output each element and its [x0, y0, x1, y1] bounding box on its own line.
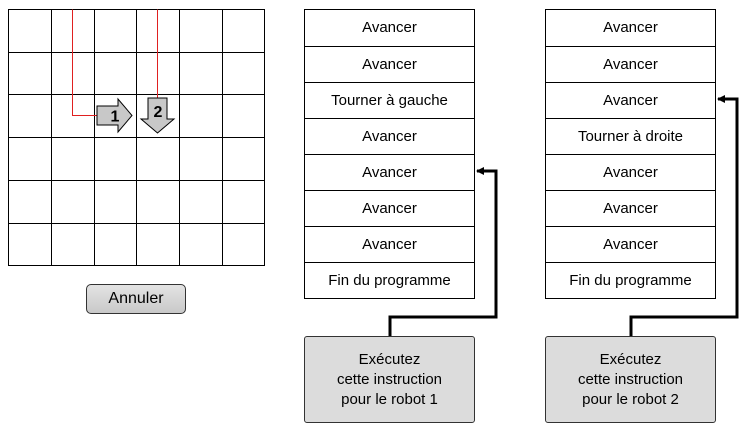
instruction-row[interactable]: Fin du programme: [305, 262, 474, 298]
instruction-row[interactable]: Fin du programme: [546, 262, 715, 298]
instruction-row[interactable]: Avancer: [546, 226, 715, 262]
execute-robot-2-line-3: pour le robot 2: [582, 390, 679, 408]
instruction-row[interactable]: Avancer: [305, 190, 474, 226]
robot-2-arrow-icon: [139, 97, 176, 134]
execute-robot-2-line-2: cette instruction: [577, 370, 684, 388]
robot-2: 2: [139, 97, 176, 134]
cancel-button[interactable]: Annuler: [86, 284, 186, 314]
grid-lines: [8, 9, 265, 266]
execute-robot-1-button[interactable]: Exécutez cette instruction pour le robot…: [304, 336, 475, 423]
instruction-row[interactable]: Avancer: [546, 190, 715, 226]
instruction-row[interactable]: Avancer: [305, 226, 474, 262]
program-robot-2: Avancer Avancer Avancer Tourner à droite…: [545, 9, 716, 299]
execute-robot-2-line-1: Exécutez: [599, 350, 662, 368]
robot-1: 1: [96, 97, 133, 134]
robot-2-label: 2: [154, 104, 163, 121]
instruction-row[interactable]: Avancer: [305, 10, 474, 46]
instruction-row-current[interactable]: Avancer: [546, 82, 715, 118]
instruction-row-current[interactable]: Avancer: [305, 154, 474, 190]
instruction-row[interactable]: Avancer: [546, 10, 715, 46]
robot-grid: 1 2: [8, 9, 265, 266]
instruction-row[interactable]: Tourner à gauche: [305, 82, 474, 118]
instruction-row[interactable]: Avancer: [546, 154, 715, 190]
execute-robot-1-line-3: pour le robot 1: [341, 390, 438, 408]
execute-robot-2-button[interactable]: Exécutez cette instruction pour le robot…: [545, 336, 716, 423]
program-robot-1: Avancer Avancer Tourner à gauche Avancer…: [304, 9, 475, 299]
robot-1-arrow-icon: [96, 97, 133, 134]
execute-robot-1-line-1: Exécutez: [358, 350, 421, 368]
robot-1-label: 1: [111, 109, 120, 126]
instruction-row[interactable]: Avancer: [305, 46, 474, 82]
instruction-row[interactable]: Avancer: [546, 46, 715, 82]
execute-robot-1-line-2: cette instruction: [336, 370, 443, 388]
instruction-row[interactable]: Tourner à droite: [546, 118, 715, 154]
robot-1-trail: [72, 9, 98, 116]
instruction-row[interactable]: Avancer: [305, 118, 474, 154]
